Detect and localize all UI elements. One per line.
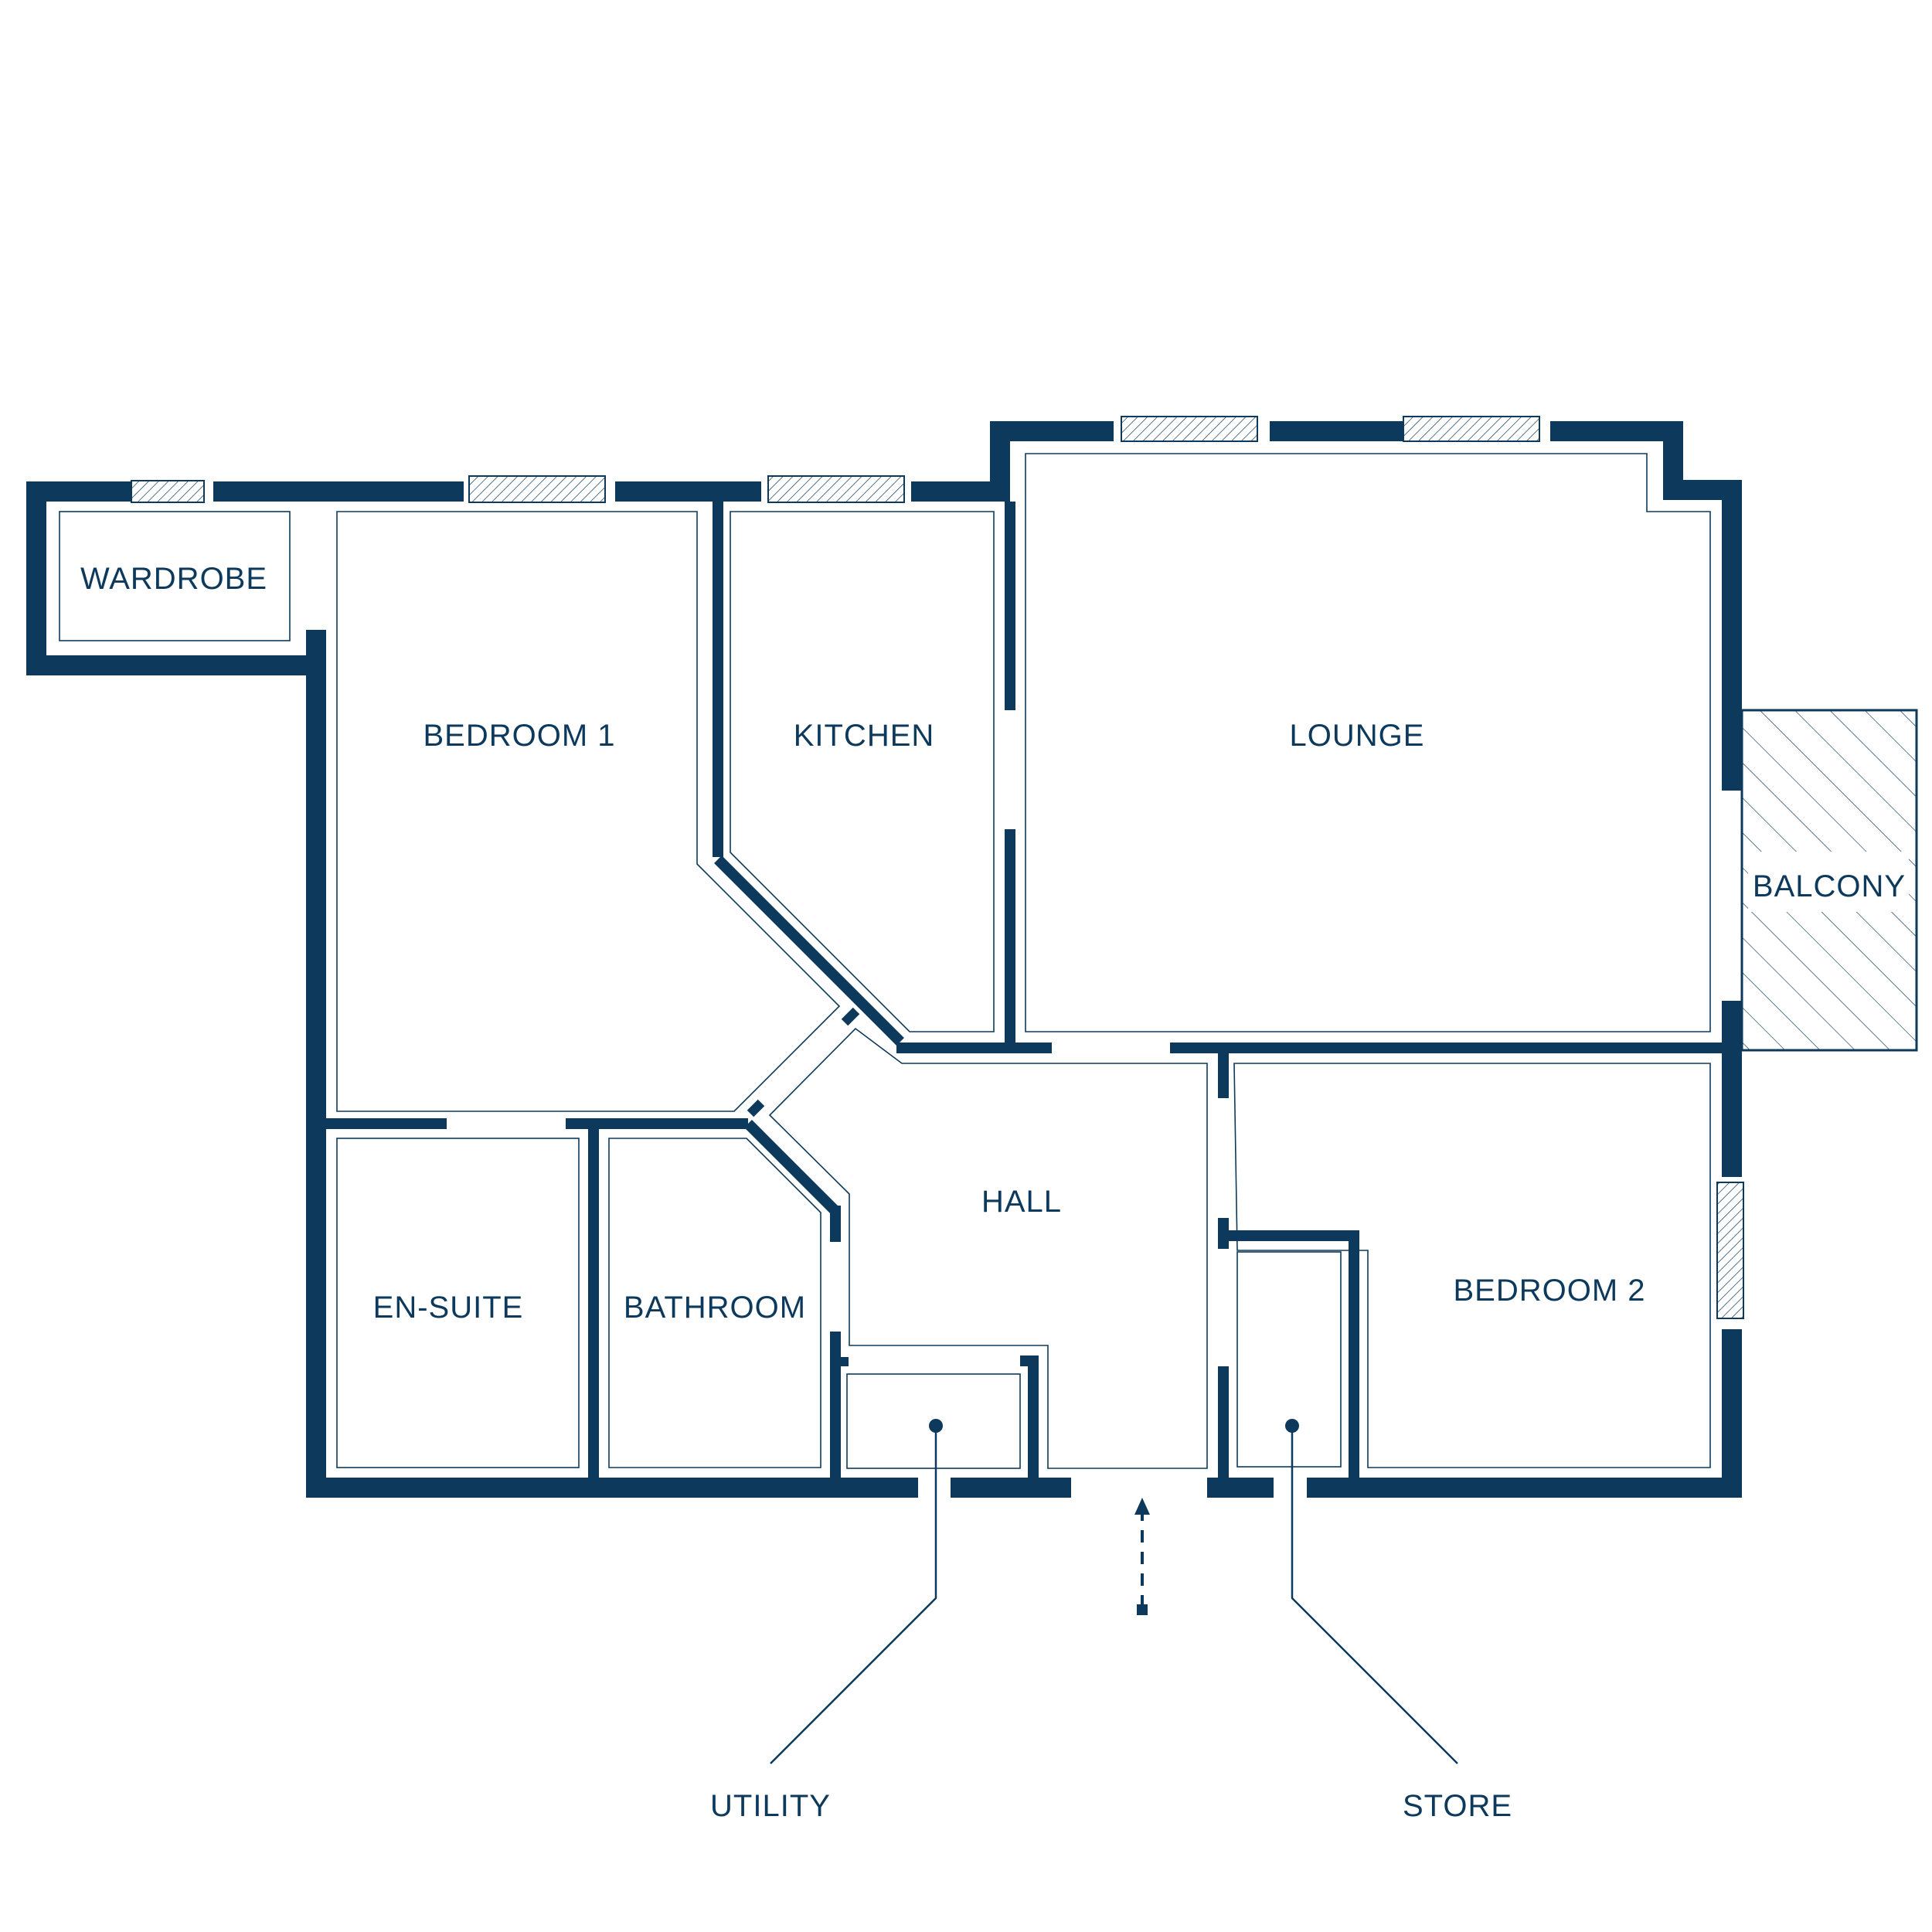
room-outlines [59, 453, 1711, 1469]
store-leader [1285, 1419, 1458, 1764]
bedroom2-label: BEDROOM 2 [1453, 1274, 1645, 1308]
bedroom1-label: BEDROOM 1 [423, 719, 615, 753]
lounge-outline [1025, 453, 1711, 1032]
store-outline [1236, 1251, 1342, 1468]
wardrobe-label: WARDROBE [80, 562, 267, 596]
utility-label: UTILITY [710, 1789, 831, 1823]
utility-leader [770, 1419, 943, 1764]
window [1716, 1182, 1744, 1319]
kitchen-outline [730, 511, 995, 1032]
hall-label: HALL [981, 1185, 1062, 1219]
bathroom-outline [608, 1138, 821, 1468]
balcony-label: BALCONY [1753, 869, 1906, 903]
windows [131, 416, 1744, 1319]
utility-outline [846, 1373, 1021, 1469]
window [468, 475, 606, 503]
entrance-arrow-icon [1134, 1498, 1150, 1615]
window [1403, 416, 1540, 442]
window [131, 480, 205, 503]
ensuite-label: EN-SUITE [373, 1291, 524, 1325]
lounge-label: LOUNGE [1290, 719, 1425, 753]
hall-outline [768, 1027, 1208, 1469]
window [1121, 416, 1258, 442]
walls [26, 421, 1742, 1498]
window [767, 475, 905, 503]
bathroom-label: BATHROOM [624, 1291, 806, 1325]
store-label: STORE [1403, 1789, 1512, 1823]
wardrobe-outline [59, 511, 291, 641]
bedroom2-outline [1233, 1063, 1711, 1468]
kitchen-label: KITCHEN [794, 719, 935, 753]
ensuite-outline [336, 1138, 580, 1468]
bedroom1-outline [336, 511, 841, 1112]
